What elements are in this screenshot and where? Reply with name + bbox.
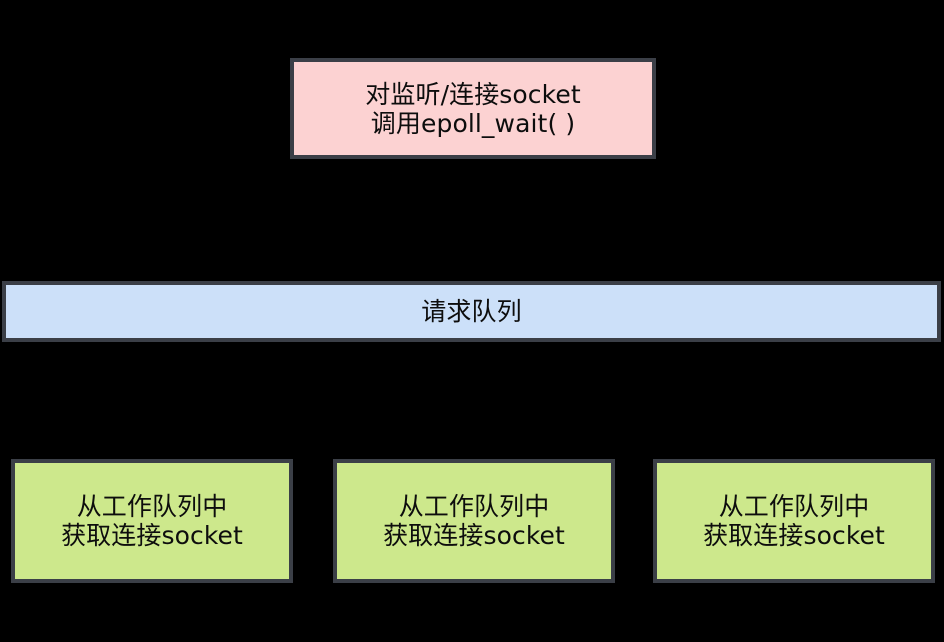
node-worker-2-line-2: 获取连接socket (383, 521, 565, 550)
node-epoll-wait-line-1: 对监听/连接socket (365, 79, 581, 109)
node-worker-3[interactable]: 从工作队列中 获取连接socket (653, 459, 935, 583)
node-request-queue[interactable]: 请求队列 (2, 281, 941, 342)
node-request-queue-label: 请求队列 (421, 297, 522, 326)
node-epoll-wait[interactable]: 对监听/连接socket 调用epoll_wait( ) (290, 58, 656, 159)
node-worker-3-line-2: 获取连接socket (703, 521, 885, 550)
node-epoll-wait-line-2: 调用epoll_wait( ) (370, 108, 576, 138)
node-worker-2-line-1: 从工作队列中 (398, 492, 550, 521)
node-worker-1-line-2: 获取连接socket (61, 521, 243, 550)
node-worker-2[interactable]: 从工作队列中 获取连接socket (333, 459, 615, 583)
node-worker-1-line-1: 从工作队列中 (76, 492, 228, 521)
node-worker-3-line-1: 从工作队列中 (718, 492, 870, 521)
node-worker-1[interactable]: 从工作队列中 获取连接socket (11, 459, 293, 583)
